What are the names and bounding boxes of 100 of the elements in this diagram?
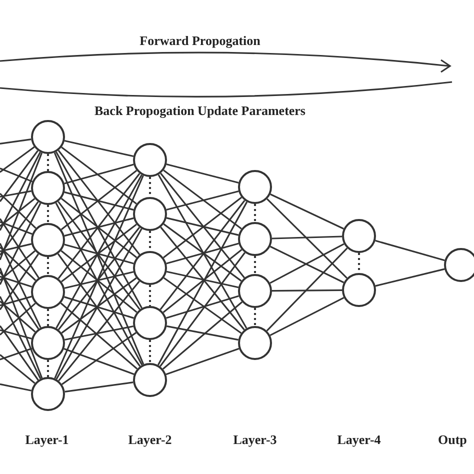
connector-line <box>56 174 142 329</box>
dotted-line <box>47 154 49 171</box>
dotted-line <box>149 340 151 363</box>
neuron-circle <box>238 274 272 308</box>
connector-line <box>162 301 243 370</box>
connector-line <box>0 348 32 360</box>
connector-line <box>60 250 138 313</box>
connector-line <box>160 172 245 278</box>
layer-label: Layer-3 <box>233 432 277 448</box>
connector-line <box>0 296 42 380</box>
connector-line <box>0 168 33 182</box>
connector-line <box>0 271 40 330</box>
connector-line <box>166 325 238 341</box>
connector-line <box>0 329 32 340</box>
dotted-line <box>358 253 360 273</box>
neuron-circle <box>238 326 272 360</box>
connector-line <box>0 268 43 378</box>
connector-line <box>64 140 134 158</box>
direction-label: Forward Propogation <box>140 33 260 49</box>
connector-line <box>0 192 36 229</box>
connector-line <box>163 223 242 282</box>
layer-label: Layer-1 <box>25 432 69 448</box>
connector-line <box>0 202 42 285</box>
neuron-circle <box>342 273 376 307</box>
dotted-line <box>254 256 256 274</box>
connector-line <box>0 146 35 173</box>
connector-line <box>58 226 140 330</box>
connector-line <box>160 200 246 310</box>
connector-line <box>58 280 140 382</box>
dotted-line <box>47 360 49 377</box>
connector-line <box>55 202 143 366</box>
dotted-line <box>47 257 49 275</box>
direction-label: Back Propogation Update Parameters <box>94 103 306 119</box>
connector-line <box>64 348 134 375</box>
connector-line <box>61 224 137 282</box>
connector-line <box>64 164 134 184</box>
connector-line <box>58 201 140 310</box>
neuron-circle <box>133 306 167 340</box>
connector-line <box>163 170 242 230</box>
connector-line <box>60 170 138 230</box>
dotted-line <box>149 231 151 251</box>
connector-line <box>0 325 39 381</box>
neuron-circle <box>31 120 65 154</box>
connector-line <box>266 198 348 279</box>
connector-line <box>166 242 239 264</box>
connector-line <box>166 163 239 184</box>
connector-line <box>158 174 248 329</box>
neuron-circle <box>238 170 272 204</box>
connector-line <box>64 271 134 289</box>
connector-line <box>160 252 246 367</box>
connector-line <box>0 218 40 278</box>
connector-line <box>166 217 239 236</box>
connector-line <box>64 296 134 319</box>
connector-line <box>54 152 144 365</box>
connector-line <box>0 243 42 328</box>
connector-line <box>60 302 138 370</box>
connector-line <box>64 244 134 264</box>
connector-line <box>162 249 242 313</box>
connector-line <box>270 194 344 230</box>
connector-line <box>61 146 137 204</box>
connector-line <box>0 138 32 144</box>
neuron-circle <box>31 275 65 309</box>
connector-line <box>64 382 134 392</box>
dotted-line <box>254 204 256 222</box>
connector-line <box>58 172 140 280</box>
connector-line <box>272 236 342 240</box>
connector-line <box>375 268 445 287</box>
connector-line <box>64 217 134 237</box>
connector-line <box>266 248 348 332</box>
connector-line <box>64 325 134 341</box>
connector-line <box>163 277 242 334</box>
connector-line <box>60 198 138 258</box>
connector-line <box>64 191 134 211</box>
connector-line <box>0 198 36 227</box>
connector-line <box>0 383 32 392</box>
connector-line <box>0 150 38 202</box>
connector-line <box>0 221 32 235</box>
neuron-circle <box>133 363 167 397</box>
neuron-circle <box>31 326 65 360</box>
layer-label: Outp <box>438 432 467 448</box>
dotted-line <box>149 285 151 306</box>
connector-line <box>55 152 143 308</box>
connector-line <box>166 295 239 319</box>
connector-line <box>160 226 245 330</box>
connector-line <box>0 190 32 198</box>
connector-line <box>62 332 136 385</box>
connector-line <box>270 297 344 336</box>
neuron-circle <box>342 219 376 253</box>
connector-line <box>61 277 137 334</box>
connector-line <box>0 296 32 306</box>
connector-line <box>0 152 43 260</box>
connector-line <box>0 276 32 288</box>
neuron-circle <box>444 248 474 282</box>
connector-line <box>162 196 242 258</box>
connector-line <box>166 270 239 288</box>
neuron-circle <box>133 197 167 231</box>
connector-line <box>0 354 36 384</box>
connector-line <box>157 202 248 366</box>
connector-line <box>54 175 144 379</box>
neuron-circle <box>31 377 65 411</box>
